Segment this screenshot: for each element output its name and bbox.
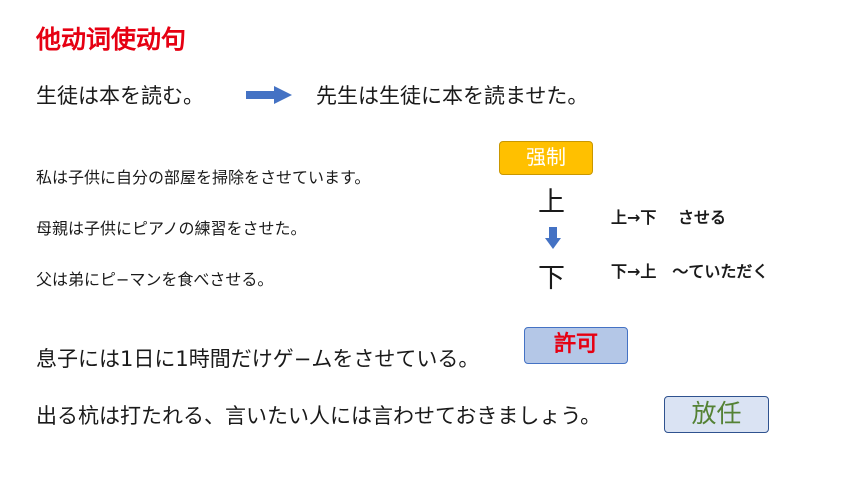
- sentence-before: 生徒は本を読む。: [36, 84, 204, 108]
- page-title: 他动词使动句: [36, 25, 187, 54]
- sentence-free: 出る杭は打たれる、言いたい人には言わせておきましょう。: [36, 404, 602, 428]
- example-sentence-1: 私は子供に自分の部屋を掃除をさせています。: [36, 168, 371, 187]
- force-label-box: 强制: [499, 141, 593, 175]
- example-sentence-2: 母親は子供にピアノの練習をさせた。: [36, 219, 307, 238]
- down-label: 下: [538, 263, 565, 294]
- sentence-permit: 息子には1日に1時間だけゲ−ムをさせている。: [36, 347, 480, 371]
- up-label: 上: [538, 187, 565, 218]
- rule-up-to-down: 上→下 させる: [611, 208, 726, 227]
- example-sentence-3: 父は弟にピ−マンを食べさせる。: [36, 270, 274, 289]
- arrow-right-icon: [246, 86, 292, 104]
- arrow-down-icon: [545, 227, 561, 249]
- permit-label-box: 許可: [524, 327, 628, 364]
- rule-down-to-up: 下→上 ～ていただく: [611, 262, 769, 281]
- free-label-box: 放任: [664, 396, 769, 433]
- sentence-after: 先生は生徒に本を読ませた。: [316, 84, 589, 108]
